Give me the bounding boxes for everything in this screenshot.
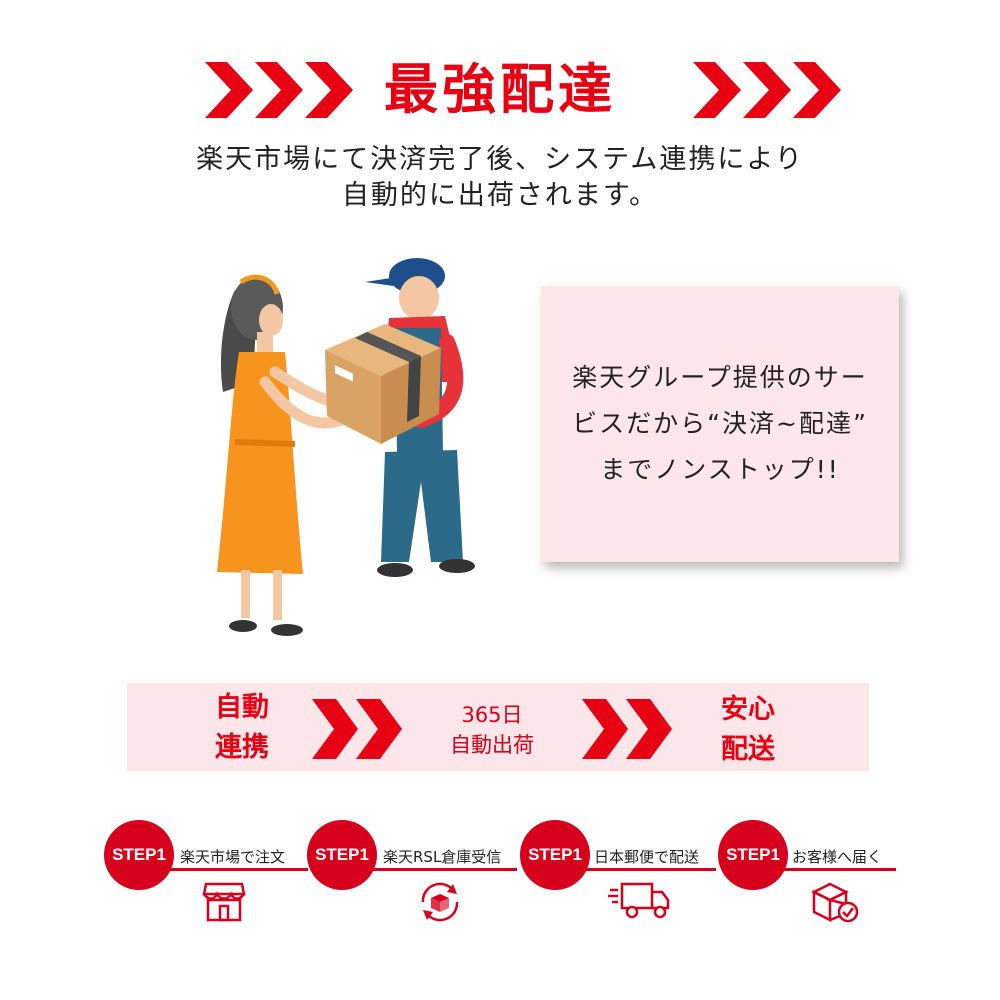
flow-step-line1: 365日 (461, 703, 523, 727)
step-badge: STEP1 (520, 820, 590, 890)
note-card: 楽天グループ提供のサー ビスだから“決済~配達” までノンストップ!! (541, 286, 899, 562)
flow-step-auto-link: 自動 連携 (190, 688, 294, 768)
header-chevrons-left (205, 62, 355, 118)
step-underline (560, 868, 716, 871)
header-chevrons-right (693, 62, 843, 118)
step-label: 日本郵便で配送 (594, 848, 700, 866)
woman-figure (217, 274, 351, 636)
triple-chevron-icon (205, 62, 353, 118)
step-warehouse-receive: STEP1 楽天RSL倉庫受信 (307, 820, 517, 940)
subtitle-line-2: 自動的に出荷されます。 (341, 180, 659, 211)
flow-step-auto-shipping: 365日 自動出荷 (430, 700, 554, 760)
step-label: 楽天RSL倉庫受信 (383, 848, 502, 866)
note-line-2: ビスだから“決済~配達” (572, 409, 868, 438)
flow-step-line1: 自動 (215, 692, 269, 723)
step-label: 楽天市場で注文 (180, 848, 286, 866)
storefront-icon (202, 882, 246, 922)
flow-double-chevron-icon (312, 699, 402, 759)
flow-step-safe-delivery: 安心 配送 (700, 690, 796, 770)
note-line-3: までノンストップ!! (600, 455, 840, 484)
flow-band (127, 683, 869, 771)
step-order: STEP1 楽天市場で注文 (104, 820, 308, 940)
note-line-1: 楽天グループ提供のサー (572, 363, 868, 392)
flow-step-line2: 連携 (215, 732, 269, 763)
step-japan-post-delivery: STEP1 日本郵便で配送 (520, 820, 716, 940)
step-underline (347, 868, 517, 871)
page-title: 最強配達 (384, 58, 616, 121)
step-customer-receive: STEP1 お客様へ届く (718, 820, 896, 940)
subtitle-line-1: 楽天市場にて決済完了後、システム連携により (196, 144, 804, 175)
cardboard-box (325, 324, 441, 444)
flow-double-chevron-icon (582, 699, 672, 759)
step-badge: STEP1 (718, 820, 788, 890)
box-refresh-icon (421, 882, 459, 922)
triple-chevron-icon (693, 62, 841, 118)
flow-step-line2: 配送 (721, 734, 775, 765)
box-delivered-icon (811, 882, 859, 923)
step-underline (758, 868, 896, 871)
step-badge: STEP1 (307, 820, 377, 890)
delivery-handover-illustration (217, 258, 475, 636)
flow-step-line2: 自動出荷 (450, 733, 534, 757)
flow-step-line1: 安心 (721, 694, 775, 725)
delivery-truck-icon (608, 882, 670, 919)
step-badge: STEP1 (104, 820, 174, 890)
step-label: お客様へ届く (792, 848, 883, 866)
step-underline (144, 868, 308, 871)
